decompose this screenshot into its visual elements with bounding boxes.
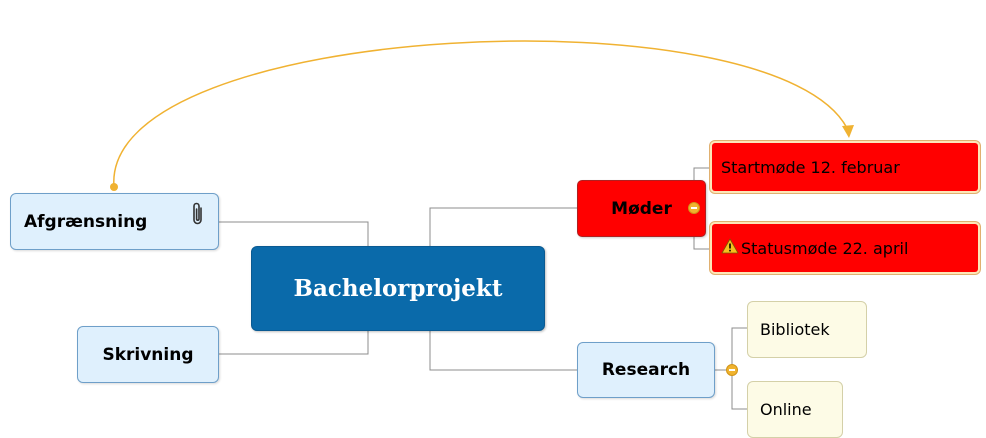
- collapse-button-research[interactable]: [726, 364, 738, 376]
- subtopic-statusmode[interactable]: Statusmøde 22. april: [712, 224, 978, 272]
- topic-afgraensning[interactable]: Afgrænsning: [10, 193, 219, 250]
- central-topic[interactable]: Bachelorprojekt: [251, 246, 545, 331]
- subtopic-bibliotek-label: Bibliotek: [760, 320, 830, 339]
- connector-skrivning: [219, 331, 369, 355]
- paperclip-icon[interactable]: [191, 201, 205, 232]
- topic-skrivning[interactable]: Skrivning: [77, 326, 219, 383]
- relationship-start-dot: [110, 183, 118, 191]
- topic-research[interactable]: Research: [577, 342, 715, 398]
- relationship-arrow: [113, 40, 849, 188]
- topic-moder[interactable]: Møder: [577, 180, 706, 237]
- subtopic-statusmode-label: Statusmøde 22. april: [741, 238, 909, 258]
- connector-research: [429, 331, 577, 371]
- subtopic-online-label: Online: [760, 400, 812, 419]
- connector-moder: [429, 207, 577, 246]
- warning-icon: [721, 238, 739, 258]
- connector-afgraensning: [219, 221, 369, 246]
- topic-moder-label: Møder: [611, 198, 672, 219]
- topic-skrivning-label: Skrivning: [102, 344, 194, 365]
- subtopic-online[interactable]: Online: [747, 381, 843, 438]
- topic-research-label: Research: [601, 360, 691, 380]
- collapse-button-moder[interactable]: [688, 202, 700, 214]
- subtopic-startmode[interactable]: Startmøde 12. februar: [712, 143, 978, 191]
- subtopic-bibliotek[interactable]: Bibliotek: [747, 301, 867, 358]
- subtopic-startmode-label: Startmøde 12. februar: [721, 157, 900, 177]
- topic-afgraensning-label: Afgrænsning: [24, 211, 148, 232]
- relationship-arrowhead: [842, 125, 854, 138]
- central-topic-label: Bachelorprojekt: [293, 275, 503, 302]
